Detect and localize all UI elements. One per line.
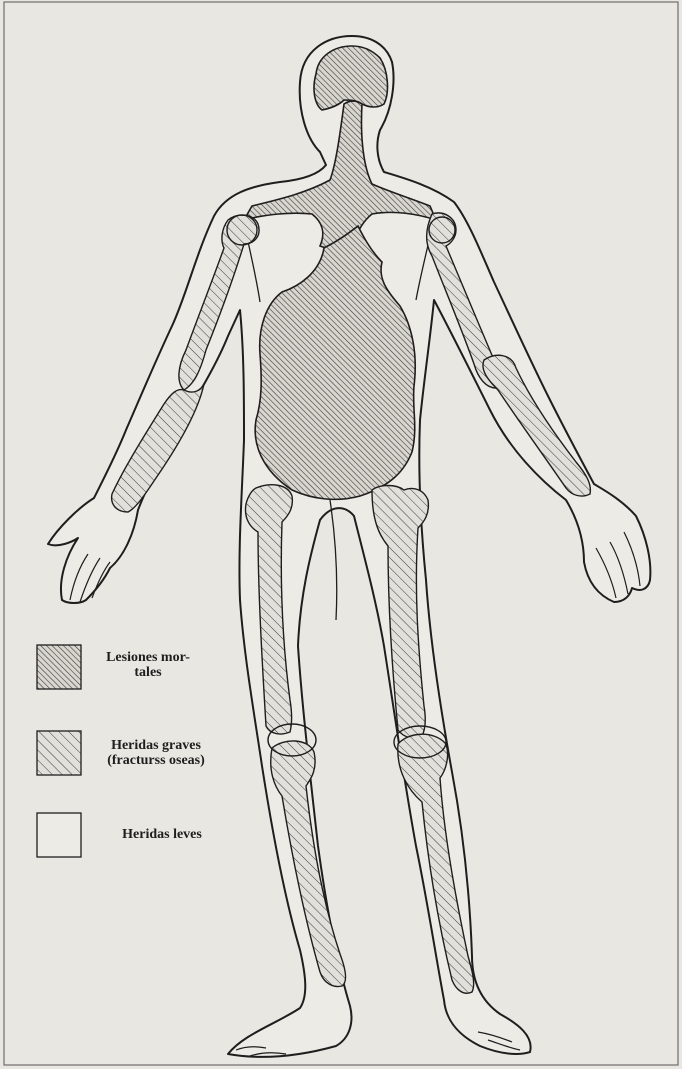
legend-swatch-grave [37, 731, 81, 775]
legend-label-mortal-line1: Lesiones mor- [94, 650, 202, 665]
legend-swatch-leve [37, 813, 81, 857]
legend-label-leve: Heridas leves [92, 827, 232, 842]
legend-swatch-mortal [37, 645, 81, 689]
legend-label-grave-line2: (fracturss oseas) [86, 753, 226, 768]
legend-label-grave-line1: Heridas graves [86, 738, 226, 753]
leg-divider-line [330, 500, 337, 620]
legend-label-mortal-line2: tales [94, 665, 202, 680]
